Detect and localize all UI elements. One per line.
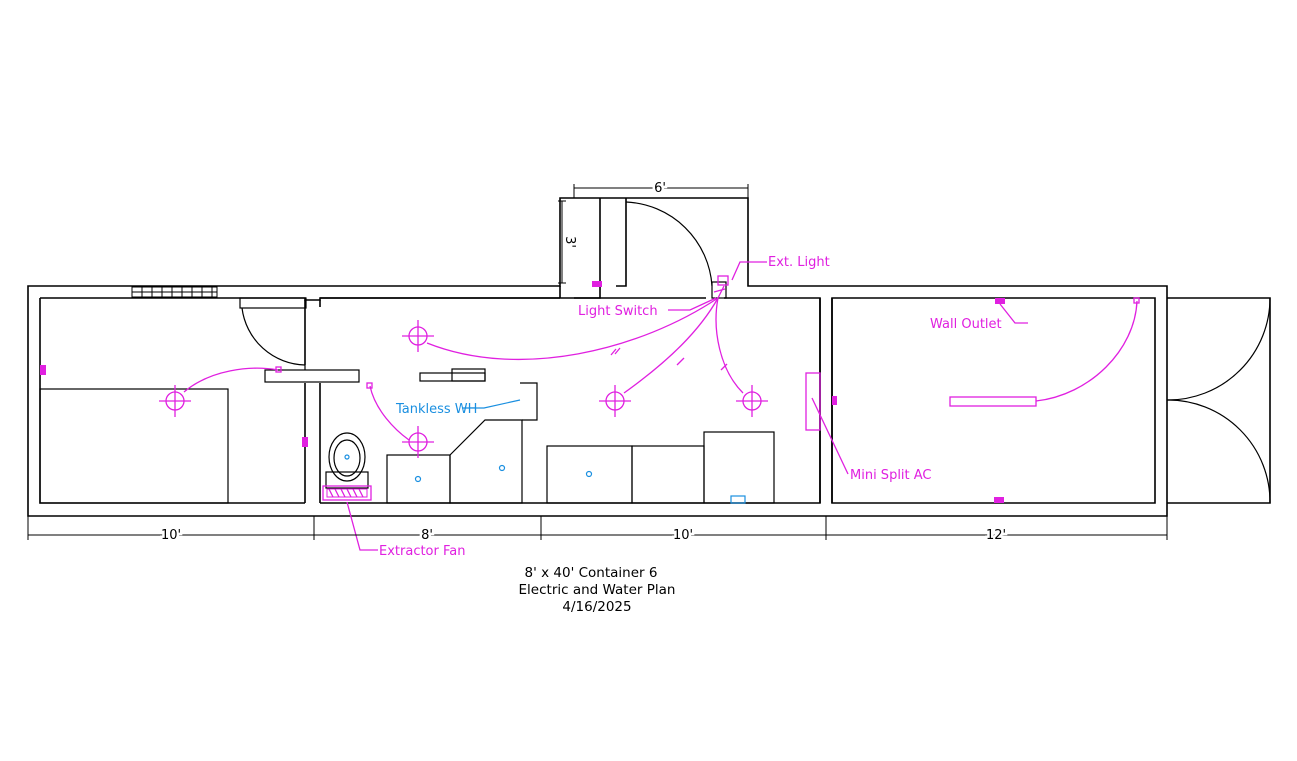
container-walls (27, 197, 1271, 517)
title-line-1: 8' x 40' Container 6 (525, 565, 658, 581)
label-ext-light: Ext. Light (768, 255, 830, 270)
double-doors (1166, 297, 1271, 504)
dim-label-3: 3' (562, 236, 577, 248)
ac-wall-unit (949, 396, 1037, 407)
window-vent (131, 286, 218, 298)
dim-label-6: 6' (654, 181, 666, 196)
leaders (346, 261, 1028, 551)
label-light-switch: Light Switch (578, 304, 658, 319)
bed (39, 388, 229, 504)
room1-door (239, 297, 360, 383)
electrical-wiring (40, 275, 1140, 503)
dimension-lines (27, 184, 1168, 540)
label-extractor-fan: Extractor Fan (379, 544, 465, 559)
light-fixture-icon (599, 385, 631, 417)
extractor-fan (322, 485, 372, 501)
label-mini-split-ac: Mini Split AC (850, 468, 932, 483)
label-tankless-wh: Tankless WH (395, 402, 477, 417)
light-fixture-icon (402, 426, 434, 458)
bathroom (325, 368, 538, 504)
entry-door (625, 201, 727, 299)
dim-label-10b: 10' (673, 528, 693, 543)
dim-label-10a: 10' (161, 528, 181, 543)
dim-label-8: 8' (421, 528, 433, 543)
title-line-2: Electric and Water Plan (519, 582, 676, 598)
light-fixture-icon (159, 385, 191, 417)
dim-label-12: 12' (986, 528, 1006, 543)
light-fixture-icon (402, 320, 434, 352)
title-line-3: 4/16/2025 (562, 599, 631, 615)
light-fixture-icon (736, 385, 768, 417)
label-wall-outlet: Wall Outlet (930, 317, 1002, 332)
kitchen (546, 431, 775, 504)
mini-split-unit (805, 372, 821, 431)
